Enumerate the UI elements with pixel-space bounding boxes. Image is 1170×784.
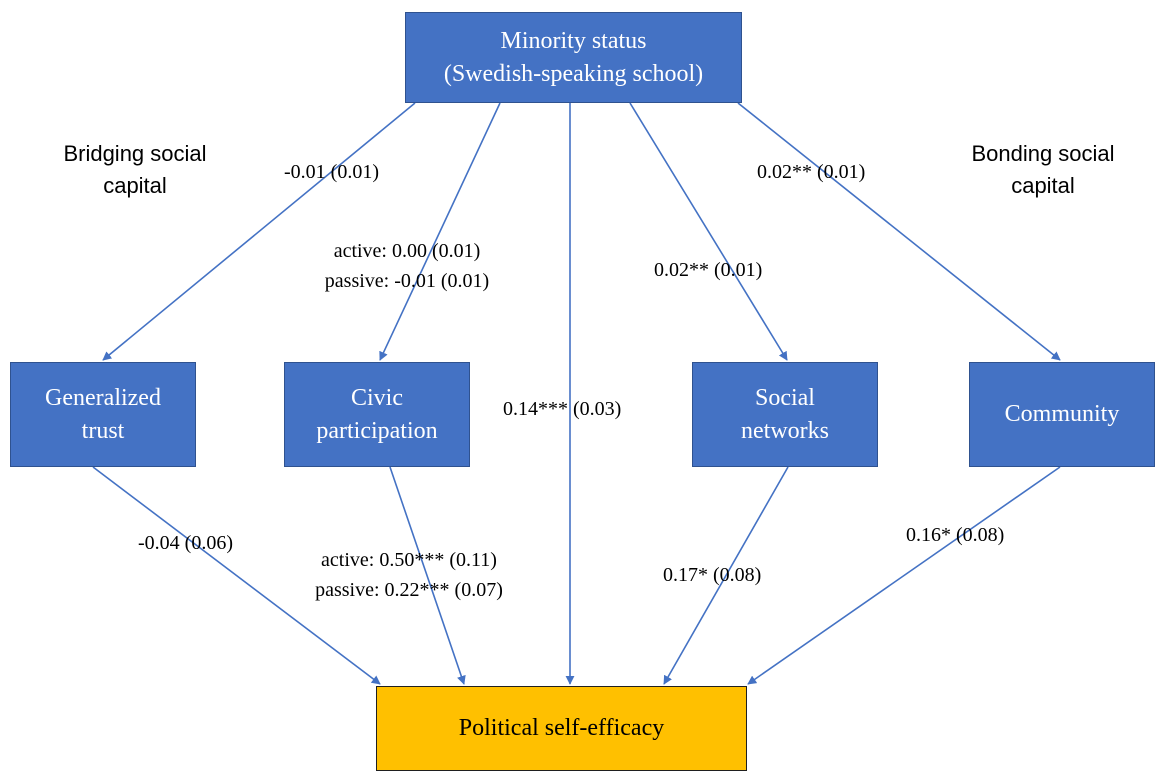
arrow-civic-to-efficacy [389,466,466,685]
arrow-minority-to-community [737,102,1061,361]
group-label-bridging: Bridging social capital [63,141,207,198]
coef-minority-social: 0.02** (0.01) [654,259,763,281]
coef-minority-efficacy: 0.14*** (0.03) [503,398,622,420]
arrow-social-to-efficacy [663,466,789,685]
group-label-bonding: Bonding social capital [971,141,1115,198]
node-minority-status: Minority status (Swedish-speaking school… [405,12,742,103]
coef-minority-community: 0.02** (0.01) [757,161,866,183]
coef-trust-efficacy: -0.04 (0.06) [138,532,233,554]
coef-minority-trust: -0.01 (0.01) [284,161,379,183]
arrow-minority-to-civic [379,102,501,361]
coef-civic-efficacy: active: 0.50*** (0.11) passive: 0.22*** … [315,549,503,601]
arrow-community-to-efficacy [747,466,1061,685]
arrow-minority-to-trust [102,102,416,361]
node-civic-participation: Civic participation [284,362,470,467]
coef-community-efficacy: 0.16* (0.08) [906,524,1005,546]
coef-minority-civic: active: 0.00 (0.01) passive: -0.01 (0.01… [324,240,490,292]
node-community: Community [969,362,1155,467]
arrow-trust-to-efficacy [92,466,381,685]
node-social-networks: Social networks [692,362,878,467]
node-generalized-trust: Generalized trust [10,362,196,467]
node-political-self-efficacy: Political self-efficacy [376,686,747,771]
coef-social-efficacy: 0.17* (0.08) [663,564,762,586]
arrow-minority-to-social [629,102,788,361]
